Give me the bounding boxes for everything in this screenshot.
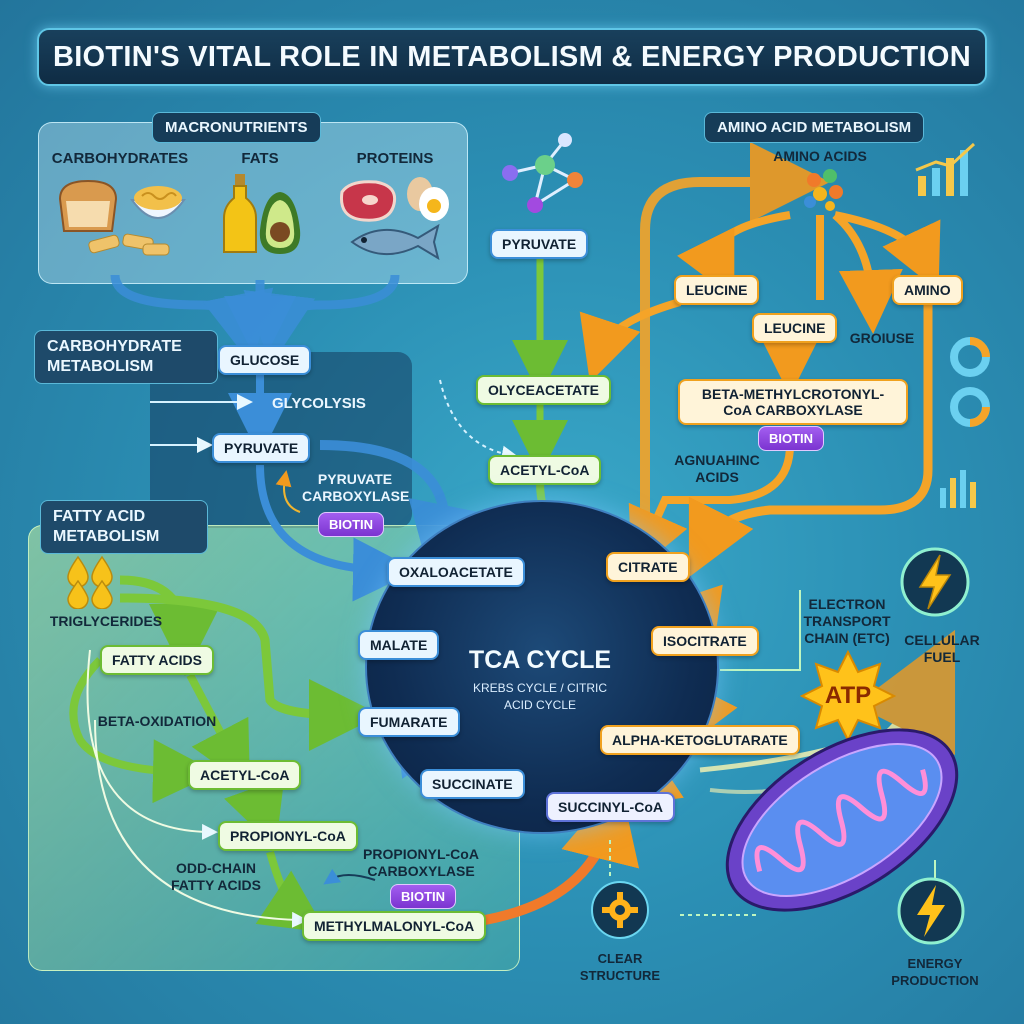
leucine-node-2: LEUCINE	[752, 313, 838, 343]
bread-icon	[52, 175, 124, 233]
clear-structure-label: CLEAR STRUCTURE	[579, 951, 661, 983]
pyruvate-carboxylase-label: PYRUVATE CARBOXYLASE	[302, 471, 410, 504]
groiuse-label: GROIUSE	[849, 330, 915, 346]
lightning-icon-top	[898, 545, 972, 619]
molecule-icon	[490, 125, 600, 215]
fatty-acid-header: FATTY ACID METABOLISM	[40, 500, 208, 554]
carb-metabolism-header: CARBOHYDRATE METABOLISM	[34, 330, 218, 384]
donut-chart-icon	[945, 335, 995, 435]
beta-oxidation-label: BETA-OXIDATION	[97, 713, 217, 729]
mitochondrion-icon	[705, 700, 980, 940]
steak-icon	[336, 178, 400, 224]
egg-icon	[402, 172, 452, 224]
beta-methylcrotonyl-node: BETA-METHYLCROTONYL-CoA CARBOXYLASE	[678, 379, 908, 425]
citrate-node: CITRATE	[606, 552, 690, 582]
tca-cycle-title: TCA CYCLE	[468, 646, 612, 674]
fumarate-node: FUMARATE	[358, 707, 460, 737]
oil-bottle-icon	[222, 172, 258, 256]
pyruvate-node-left: PYRUVATE	[212, 433, 311, 463]
etc-label: ELECTRON TRANSPORT CHAIN (ETC)	[803, 596, 891, 646]
succinyl-coa-node: SUCCINYL-CoA	[546, 792, 675, 822]
avocado-icon	[256, 190, 304, 256]
carbohydrates-label: CARBOHYDRATES	[51, 150, 189, 167]
biotin-badge-fat: BIOTIN	[390, 884, 457, 909]
pasta-pieces-icon	[85, 228, 175, 260]
atp-label: ATP	[824, 682, 872, 709]
glucose-node: GLUCOSE	[218, 345, 312, 375]
pasta-icon	[128, 178, 188, 228]
amino-node: AMINO	[892, 275, 963, 305]
cellular-fuel-label: CELLULAR FUEL	[904, 632, 980, 665]
macronutrients-header: MACRONUTRIENTS	[152, 112, 321, 143]
biotin-badge-amino: BIOTIN	[758, 426, 825, 451]
methylmalonyl-coa-node: METHYLMALONYL-CoA	[302, 911, 487, 941]
pyruvate-node-center: PYRUVATE	[490, 229, 589, 259]
amino-acid-header: AMINO ACID METABOLISM	[704, 112, 925, 143]
amino-acids-label: AMINO ACIDS	[773, 148, 867, 164]
propionyl-coa-node: PROPIONYL-CoA	[218, 821, 358, 851]
biotin-badge-carb: BIOTIN	[318, 512, 385, 537]
proteins-label: PROTEINS	[356, 150, 434, 167]
alpha-ketoglutarate-node: ALPHA-KETOGLUTARATE	[600, 725, 800, 755]
malate-node: MALATE	[358, 630, 440, 660]
propionyl-carboxylase-label: PROPIONYL-CoA CARBOXYLASE	[363, 846, 479, 879]
fatty-acids-node: FATTY ACIDS	[100, 645, 214, 675]
olyceacetate-node: OLYCEACETATE	[476, 375, 611, 405]
tca-cycle-subtitle: KREBS CYCLE / CITRIC ACID CYCLE	[472, 681, 608, 712]
atp-starburst-icon: ATP	[800, 650, 896, 742]
amino-acid-cluster-icon	[800, 168, 850, 212]
oxaloacetate-node: OXALOACETATE	[387, 557, 525, 587]
succinate-node: SUCCINATE	[420, 769, 525, 799]
isocitrate-node: ISOCITRATE	[651, 626, 759, 656]
odd-chain-label: ODD-CHAIN FATTY ACIDS	[171, 860, 261, 893]
energy-production-label: ENERGY PRODUCTION	[891, 956, 979, 988]
triglycerides-label: TRIGLYCERIDES	[49, 613, 163, 629]
bar-chart-icon-small	[936, 460, 986, 510]
glycolysis-label: GLYCOLYSIS	[272, 395, 366, 412]
page-title: BIOTIN'S VITAL ROLE IN METABOLISM & ENER…	[37, 28, 987, 86]
agnuahinc-label: AGNUAHINC ACIDS	[674, 452, 760, 485]
fats-label: FATS	[241, 150, 279, 167]
acetyl-coa-node-left: ACETYL-CoA	[188, 760, 302, 790]
fish-icon	[342, 220, 442, 264]
leucine-node-1: LEUCINE	[674, 275, 760, 305]
acetyl-coa-node-center: ACETYL-CoA	[488, 455, 602, 485]
bar-chart-icon	[912, 140, 982, 198]
oil-drops-icon	[62, 555, 126, 609]
lightning-icon-bottom	[895, 875, 967, 947]
gear-icon	[590, 880, 650, 940]
